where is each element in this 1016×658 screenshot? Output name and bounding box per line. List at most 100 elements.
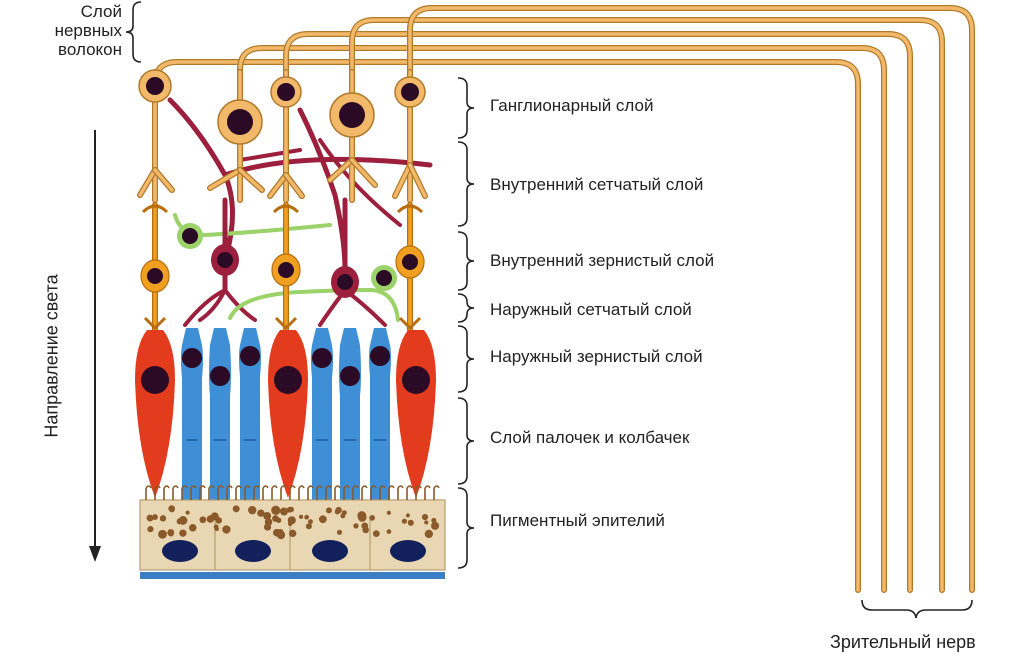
pigment-granule: [179, 530, 186, 537]
epithelium-microvillus: [146, 486, 151, 500]
bipolar-cell-nucleus: [147, 268, 163, 284]
layer-brace: [458, 398, 474, 484]
pigment-epithelium: [140, 486, 445, 579]
layer-brace: [458, 294, 474, 322]
pigment-granule: [211, 512, 219, 520]
amacrine-process: [300, 110, 345, 270]
epithelium-microvillus: [407, 486, 412, 500]
pigment-granule: [319, 515, 327, 523]
outer-nuclear-layer-label: Наружный зернистый слой: [490, 347, 703, 367]
pigment-granule: [186, 511, 190, 515]
pigment-granule: [280, 508, 288, 516]
epithelium-nucleus: [235, 540, 271, 562]
pigment-granule: [189, 524, 196, 531]
pigment-granule: [170, 507, 175, 512]
epithelium-microvillus: [362, 486, 367, 500]
pigment-granule: [326, 507, 332, 513]
nerve-fiber-label-line-1: Слой: [10, 2, 122, 21]
rod-bipolar-nucleus: [337, 274, 353, 290]
pigment-granule: [272, 515, 279, 522]
pigment-granule: [289, 530, 296, 537]
rod-nucleus: [370, 346, 390, 366]
epithelium-microvillus: [200, 486, 205, 500]
rod-nucleus: [340, 366, 360, 386]
epithelium-microvillus: [389, 486, 394, 500]
pigment-granule: [222, 525, 230, 533]
epithelium-microvillus: [398, 486, 403, 500]
pigment-granule: [299, 515, 303, 519]
epithelium-nucleus: [162, 540, 198, 562]
horizontal-cell-nucleus: [376, 270, 392, 286]
pigment-granule: [158, 530, 167, 539]
epithelium-microvillus: [272, 486, 277, 500]
rod-nucleus: [240, 346, 260, 366]
epithelium-microvillus: [299, 486, 304, 500]
pigment-granule: [147, 515, 154, 522]
pigment-granule: [424, 520, 428, 524]
pigment-granule: [337, 530, 342, 535]
pigment-granule: [304, 515, 309, 520]
light-direction-arrow: [89, 130, 101, 562]
pigment-granule: [265, 518, 273, 526]
pigment-granule: [306, 523, 312, 529]
rod-cell: [209, 328, 231, 500]
pigment-granule: [402, 519, 407, 524]
cone-cell: [268, 330, 308, 498]
epithelium-microvillus: [335, 486, 340, 500]
rod-nucleus: [312, 348, 332, 368]
ganglion-branch: [352, 160, 375, 185]
pigment-granule: [406, 513, 410, 517]
rod-nucleus: [210, 366, 230, 386]
ganglion-branch: [240, 170, 262, 190]
pigment-granule: [288, 516, 296, 524]
pigment-granule: [342, 510, 347, 515]
pigment-epithelium-label: Пигментный эпителий: [490, 511, 665, 531]
pigment-granule: [425, 530, 433, 538]
epithelium-microvillus: [281, 486, 286, 500]
ganglion-cell-nucleus: [401, 83, 419, 101]
photoreceptor-layer-label: Слой палочек и колбачек: [490, 428, 689, 448]
pigment-granule: [199, 516, 206, 523]
pigment-granule: [248, 506, 256, 514]
pigment-granule: [160, 515, 166, 521]
optic-nerve-label: Зрительный нерв: [830, 632, 976, 653]
layer-brace: [458, 142, 474, 226]
cone-cell: [396, 330, 436, 498]
layer-brace: [458, 326, 474, 392]
cone-nucleus: [141, 366, 169, 394]
epithelium-microvillus: [263, 486, 268, 500]
layer-brace: [458, 232, 474, 290]
cone-nucleus: [402, 366, 430, 394]
pigment-granule: [358, 513, 367, 522]
ganglion-cell-nucleus: [277, 83, 295, 101]
pigment-granule: [271, 506, 280, 515]
pigment-granule: [422, 514, 428, 520]
rod-bipolar-nucleus: [217, 252, 233, 268]
pigment-granule: [387, 529, 392, 534]
epithelium-nucleus: [390, 540, 426, 562]
outer-plexiform-layer-label: Наружный сетчатый слой: [490, 300, 692, 320]
pigment-granule: [353, 523, 358, 528]
pigment-granule: [147, 526, 153, 532]
inner-nuclear-layer-label: Внутренний зернистый слой: [490, 251, 714, 271]
pigment-granule: [214, 526, 219, 531]
optic-nerve-brace: [862, 600, 972, 618]
inner-plexiform-layer-label: Внутренний сетчатый слой: [490, 175, 703, 195]
ganglion-cell-nucleus: [227, 109, 253, 135]
pigment-granule: [373, 530, 380, 537]
pigment-granule: [362, 527, 369, 534]
epithelium-microvillus: [173, 486, 178, 500]
ganglion-cell-nucleus: [339, 102, 365, 128]
cone-cell: [135, 330, 175, 498]
pigment-granule: [168, 531, 173, 536]
amacrine-dendrite: [185, 290, 255, 325]
pigment-granule: [273, 529, 281, 537]
bipolar-cell-nucleus: [278, 262, 294, 278]
epithelium-microvillus: [425, 486, 430, 500]
bruch-membrane: [140, 572, 445, 579]
pigment-granule: [257, 510, 264, 517]
rod-nucleus: [182, 348, 202, 368]
layer-brace: [458, 488, 474, 568]
nerve-fiber-label-line-3: волокон: [10, 40, 122, 59]
epithelium-microvillus: [164, 486, 169, 500]
